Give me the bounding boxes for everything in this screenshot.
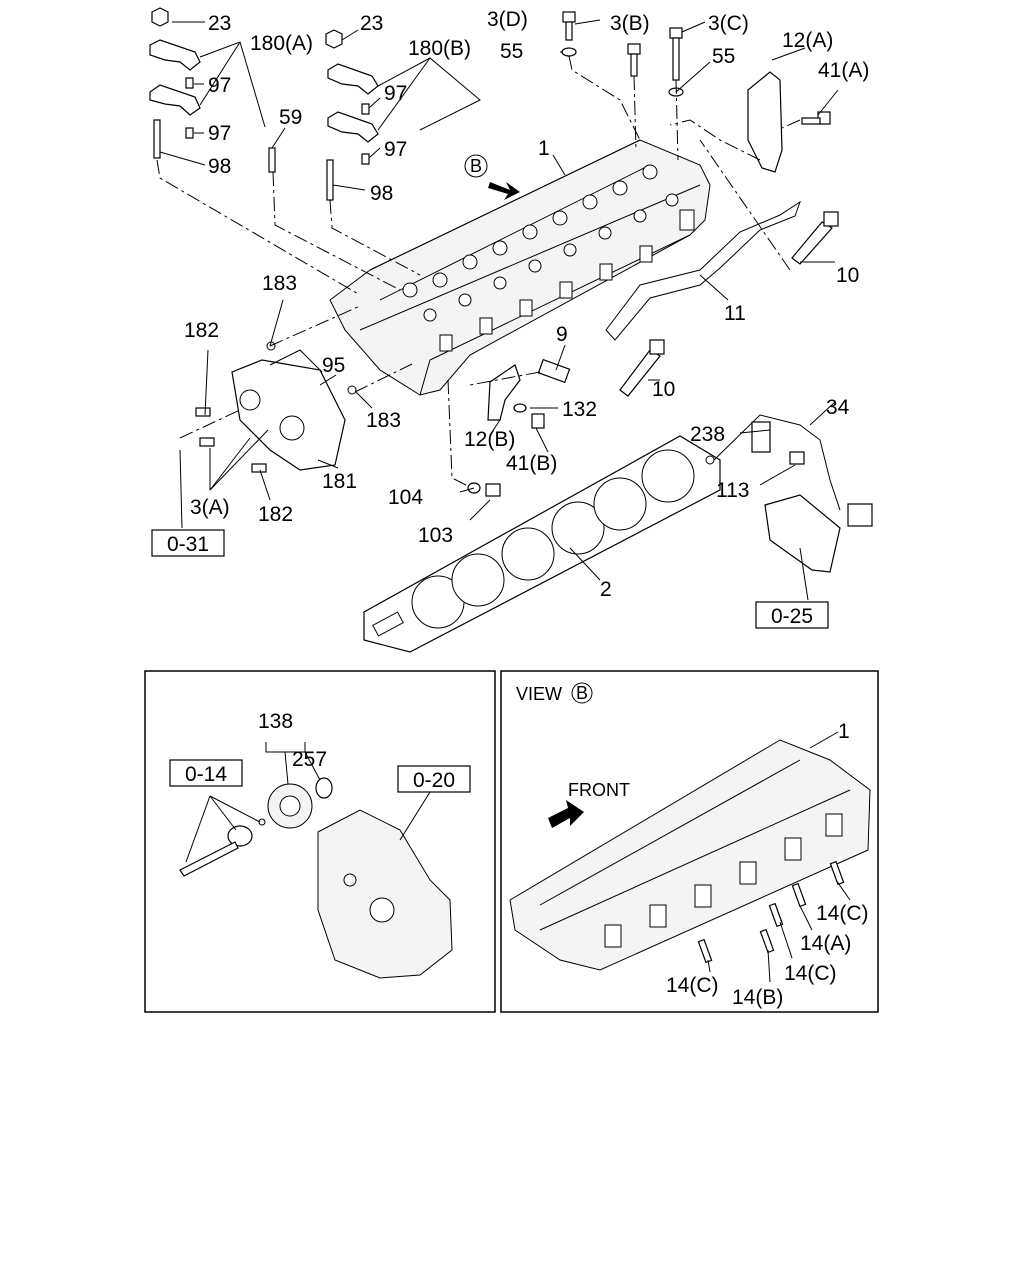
callout-97: 97: [208, 122, 231, 145]
front-housing-95: [231, 349, 346, 471]
callout-55: 55: [500, 40, 523, 63]
callout-10: 10: [652, 378, 675, 401]
bolt-41b: [513, 403, 545, 429]
view-b-marker-letter: B: [470, 156, 482, 176]
bracket-12b: [487, 364, 521, 421]
stud-59: [268, 147, 276, 173]
ref-box-0-20: 0-20: [397, 765, 471, 793]
callout-181: 181: [322, 470, 357, 493]
leader-lines: [159, 19, 839, 601]
inset-left-panel: 138 257 0-14 0-20: [144, 670, 496, 1013]
ref-box-0-14: 0-14: [169, 759, 243, 787]
plug-103: [467, 482, 501, 497]
callout-41b: 41(B): [506, 452, 557, 475]
callout-10: 10: [836, 264, 859, 287]
callout-103: 103: [418, 524, 453, 547]
callout-12a: 12(A): [782, 29, 833, 52]
view-title: VIEW: [516, 684, 562, 704]
callout-182: 182: [184, 319, 219, 342]
ref-box-0-31: 0-31: [151, 529, 225, 557]
callout-3a: 3(A): [190, 496, 230, 519]
callout-183: 183: [366, 409, 401, 432]
svg-text:0-14: 0-14: [185, 763, 227, 786]
bolts-182-3a: [195, 341, 357, 473]
callout-3d: 3(D): [487, 8, 528, 31]
svg-text:B: B: [576, 683, 588, 703]
glow-plug-connector-11: [605, 200, 801, 341]
callout-3c: 3(C): [708, 12, 749, 35]
callout-14a: 14(A): [800, 932, 851, 955]
camshaft-gear-138: [267, 783, 313, 829]
callout-14c: 14(C): [666, 974, 719, 997]
svg-text:0-20: 0-20: [413, 769, 455, 792]
bushing-257: [315, 777, 333, 799]
callout-23: 23: [208, 12, 231, 35]
dashed-assembly-lines: [156, 55, 801, 487]
head-holes: [402, 164, 695, 352]
callout-14c: 14(C): [816, 902, 869, 925]
callout-113: 113: [716, 479, 749, 502]
inset-left-leaders: [185, 742, 431, 863]
cylinder-head: [329, 139, 711, 396]
callout-104: 104: [388, 486, 423, 509]
bracket-238: [751, 421, 805, 465]
callout-97: 97: [384, 82, 407, 105]
callout-132: 132: [562, 398, 597, 421]
timing-case-0-20: [317, 809, 453, 979]
cam-cap-180a-stack: [149, 7, 201, 159]
callout-257: 257: [292, 748, 327, 771]
callout-1: 1: [838, 720, 850, 743]
callout-34: 34: [826, 396, 850, 419]
bolt-41a: [801, 111, 831, 125]
callout-3b: 3(B): [610, 12, 650, 35]
bracket-12a: [747, 71, 783, 173]
glow-plug-upper: [791, 211, 839, 265]
cam-cap-180b-stack: [325, 29, 379, 201]
inset-right-panel: VIEW B FRONT 1 14: [500, 670, 879, 1013]
callout-9: 9: [556, 323, 568, 346]
studs-14: [697, 860, 845, 964]
glow-plug-lower: [619, 339, 665, 397]
callout-23: 23: [360, 12, 383, 35]
callout-238: 238: [690, 423, 725, 446]
callout-97: 97: [384, 138, 407, 161]
sensor-9: [537, 358, 571, 384]
callout-14c: 14(C): [784, 962, 837, 985]
callout-11: 11: [724, 302, 746, 325]
callout-1: 1: [538, 137, 550, 160]
callout-180a: 180(A): [250, 32, 313, 55]
callout-14b: 14(B): [732, 986, 783, 1009]
svg-text:0-31: 0-31: [167, 533, 209, 556]
callout-138: 138: [258, 710, 293, 733]
callout-183: 183: [262, 272, 297, 295]
callout-95: 95: [322, 354, 345, 377]
callout-98: 98: [370, 182, 393, 205]
callout-98: 98: [208, 155, 231, 178]
callout-41a: 41(A): [818, 59, 869, 82]
callout-180b: 180(B): [408, 37, 471, 60]
view-b-marker: B: [464, 154, 520, 200]
view-b-cylinder-head: [509, 739, 871, 971]
callout-12b: 12(B): [464, 428, 515, 451]
main-callouts: 23 180(A) 97 97 98 23 180(B) 97 97 98 59…: [184, 8, 869, 601]
view-title-marker: B: [571, 682, 593, 704]
callout-55: 55: [712, 45, 735, 68]
view-direction-arrow: [488, 182, 520, 200]
callout-2: 2: [600, 578, 612, 601]
idler-hub: [179, 818, 266, 877]
inset-right-leaders: [707, 731, 851, 983]
main-exploded-view: B 23 180(A) 97 97 98 23 180(B) 97 97 98 …: [149, 7, 873, 653]
bracket-0-25: [764, 494, 841, 573]
front-arrow: [548, 800, 584, 828]
ref-box-0-25: 0-25: [755, 601, 829, 629]
callout-182: 182: [258, 503, 293, 526]
head-gasket: [363, 435, 721, 653]
front-label: FRONT: [568, 780, 630, 800]
svg-text:0-25: 0-25: [771, 605, 813, 628]
callout-97: 97: [208, 74, 231, 97]
callout-59: 59: [279, 106, 302, 129]
